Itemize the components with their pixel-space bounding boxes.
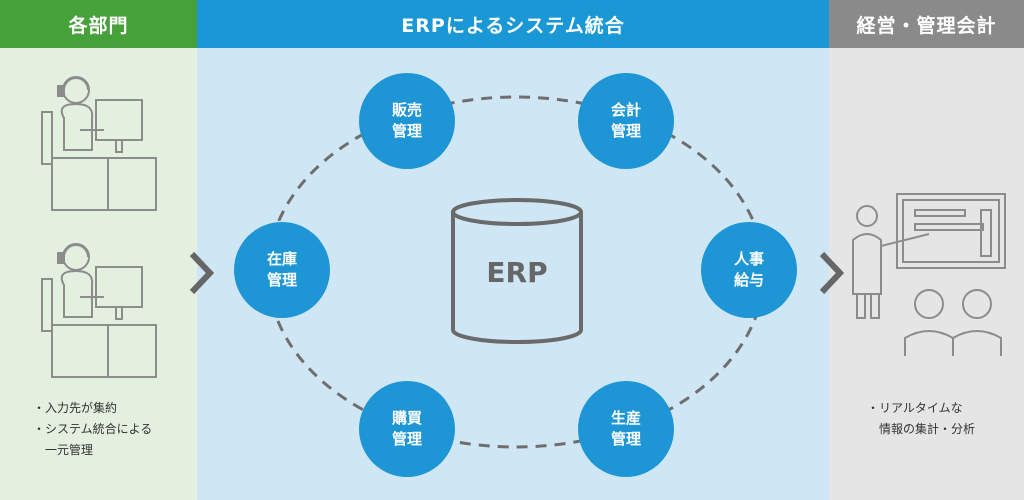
node-production-management: 生産 管理 xyxy=(578,381,674,477)
departments-note-3: 一元管理 xyxy=(45,443,94,457)
node-purchasing-management: 購買 管理 xyxy=(359,381,455,477)
management-accounting-column: 経営・管理会計 ・リアルタイムな 情報の集計・分析 xyxy=(829,0,1024,500)
management-accounting-header: 経営・管理会計 xyxy=(829,0,1024,48)
node-inventory-line2: 管理 xyxy=(266,271,297,289)
presentation-icon xyxy=(852,193,1006,356)
departments-notes: ・入力先が集約 ・システム統合による 一元管理 xyxy=(33,398,152,461)
node-hr-line1: 人事 xyxy=(733,250,764,268)
departments-note-1: ・入力先が集約 xyxy=(33,401,118,415)
node-inventory-line1: 在庫 xyxy=(266,250,297,268)
management-notes: ・リアルタイムな 情報の集計・分析 xyxy=(867,398,975,440)
node-accounting-line2: 管理 xyxy=(610,122,641,140)
departments-note-2: ・システム統合による xyxy=(33,422,153,436)
node-sales-line1: 販売 xyxy=(391,101,422,119)
node-production-line1: 生産 xyxy=(610,409,641,427)
node-accounting-management: 会計 管理 xyxy=(578,73,674,169)
database-icon xyxy=(451,198,583,344)
management-note-1: ・リアルタイムな xyxy=(867,401,963,415)
erp-integration-column: ERPによるシステム統合 ERP 販売 管理 会計 管理 在庫 管理 人事 給与… xyxy=(197,0,829,500)
management-note-2: 情報の集計・分析 xyxy=(879,422,976,436)
erp-center-label: ERP xyxy=(486,256,548,289)
node-sales-line2: 管理 xyxy=(391,122,422,140)
arrow-right-icon-2 xyxy=(819,251,844,295)
arrow-right-icon-1 xyxy=(189,251,214,295)
node-production-line2: 管理 xyxy=(610,430,641,448)
node-accounting-line1: 会計 xyxy=(610,101,641,119)
node-sales-management: 販売 管理 xyxy=(359,73,455,169)
office-worker-icon-top xyxy=(41,76,157,211)
office-worker-icon-bottom xyxy=(41,243,157,378)
node-inventory-management: 在庫 管理 xyxy=(234,222,330,318)
node-purchasing-line2: 管理 xyxy=(391,430,422,448)
node-hr-payroll: 人事 給与 xyxy=(701,222,797,318)
erp-integration-header: ERPによるシステム統合 xyxy=(197,0,829,48)
node-hr-line2: 給与 xyxy=(733,271,764,289)
departments-header: 各部門 xyxy=(0,0,197,48)
node-purchasing-line1: 購買 xyxy=(391,409,422,427)
departments-column: 各部門 ・入力先が集約 ・シ xyxy=(0,0,197,500)
